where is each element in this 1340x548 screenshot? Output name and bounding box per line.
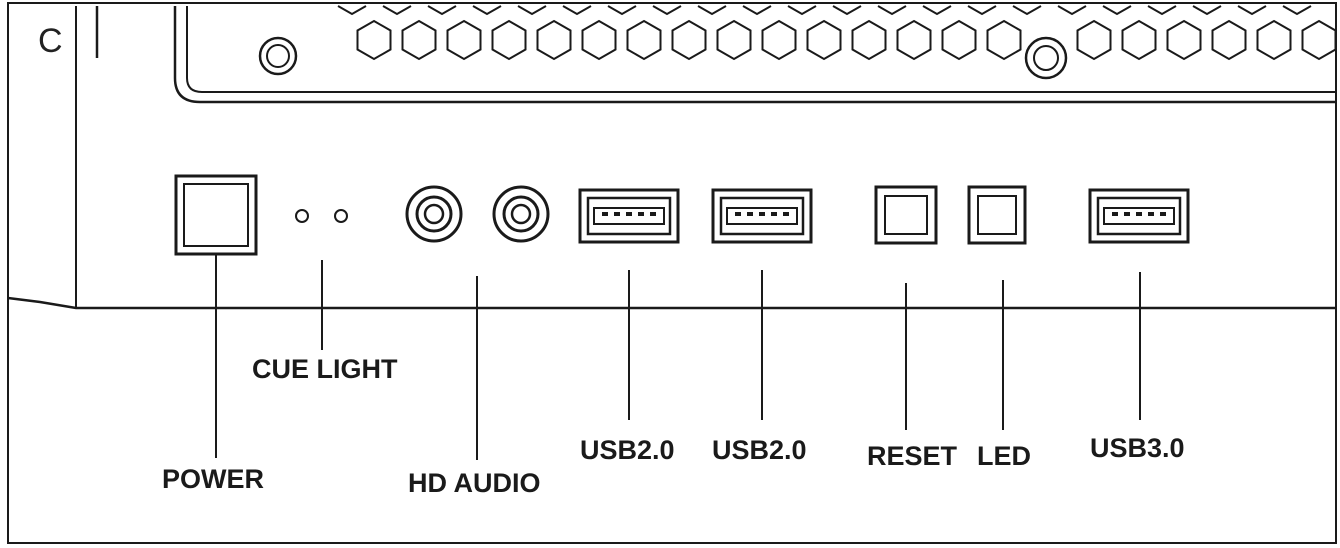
- vent-hex-partial: [697, 5, 727, 16]
- vent-hex: [671, 19, 707, 61]
- vent-hex: [446, 19, 482, 61]
- power-button: [174, 174, 258, 256]
- vent-hex: [1301, 19, 1337, 61]
- vent-hex-partial: [607, 5, 637, 16]
- vent-hex: [806, 19, 842, 61]
- usb2-a-port-icon: [578, 188, 680, 244]
- vent-hex-row: [337, 5, 1337, 61]
- vent-hex-partial: [382, 5, 412, 16]
- vent-hex-partial: [787, 5, 817, 16]
- vent-hex: [716, 19, 752, 61]
- usb2-a-label: USB2.0: [580, 435, 675, 465]
- grille-plate-inner: [186, 6, 1336, 93]
- cue-light-label: CUE LIGHT: [252, 354, 398, 384]
- usb3-label: USB3.0: [1090, 433, 1185, 463]
- vent-hex-partial: [427, 5, 457, 16]
- vent-hex: [986, 19, 1022, 61]
- cue-light-icon: [334, 209, 348, 223]
- vent-hex-partial: [517, 5, 547, 16]
- vent-hex: [356, 19, 392, 61]
- audio-jack-icon: [405, 185, 463, 243]
- vent-hex: [1121, 19, 1157, 61]
- reset-label: RESET: [867, 441, 958, 471]
- vent-hex: [491, 19, 527, 61]
- vent-hex: [761, 19, 797, 61]
- vent-hex-partial: [1102, 5, 1132, 16]
- vent-hex: [401, 19, 437, 61]
- hd-audio-label: HD AUDIO: [408, 468, 541, 498]
- audio-jack-icon: [492, 185, 550, 243]
- vent-hex-partial: [967, 5, 997, 16]
- vent-hex-partial: [742, 5, 772, 16]
- screw-icon: [1024, 36, 1068, 80]
- grille-plate-outline: [173, 6, 1336, 104]
- corner-mark: C: [38, 22, 63, 60]
- vent-hex-partial: [1057, 5, 1087, 16]
- screw-icon: [258, 36, 298, 76]
- vent-hex: [941, 19, 977, 61]
- reset-button: [874, 185, 938, 245]
- diagram-frame: [7, 2, 1337, 544]
- vent-hex: [896, 19, 932, 61]
- power-label: POWER: [162, 464, 265, 494]
- panel-bottom-edge: [7, 296, 1336, 310]
- usb2-b-port-icon: [711, 188, 813, 244]
- vent-hex-partial: [1282, 5, 1312, 16]
- vent-hex-partial: [337, 5, 367, 16]
- vent-hex: [851, 19, 887, 61]
- vent-hex-partial: [1192, 5, 1222, 16]
- vent-hex-partial: [922, 5, 952, 16]
- vent-hex-partial: [652, 5, 682, 16]
- vent-hex-partial: [832, 5, 862, 16]
- usb2-b-label: USB2.0: [712, 435, 807, 465]
- usb3-port-icon: [1088, 188, 1190, 244]
- led-label: LED: [977, 441, 1031, 471]
- vent-hex: [536, 19, 572, 61]
- vent-hex-partial: [877, 5, 907, 16]
- cue-light-icon: [295, 209, 309, 223]
- vent-hex: [626, 19, 662, 61]
- vent-hex: [1076, 19, 1112, 61]
- vent-hex: [581, 19, 617, 61]
- vent-hex-partial: [1012, 5, 1042, 16]
- vent-hex-partial: [472, 5, 502, 16]
- vent-hex: [1256, 19, 1292, 61]
- vent-hex-partial: [1237, 5, 1267, 16]
- vent-hex: [1211, 19, 1247, 61]
- vent-hex-partial: [562, 5, 592, 16]
- led-button: [967, 185, 1027, 245]
- vent-hex-partial: [1147, 5, 1177, 16]
- vent-hex: [1166, 19, 1202, 61]
